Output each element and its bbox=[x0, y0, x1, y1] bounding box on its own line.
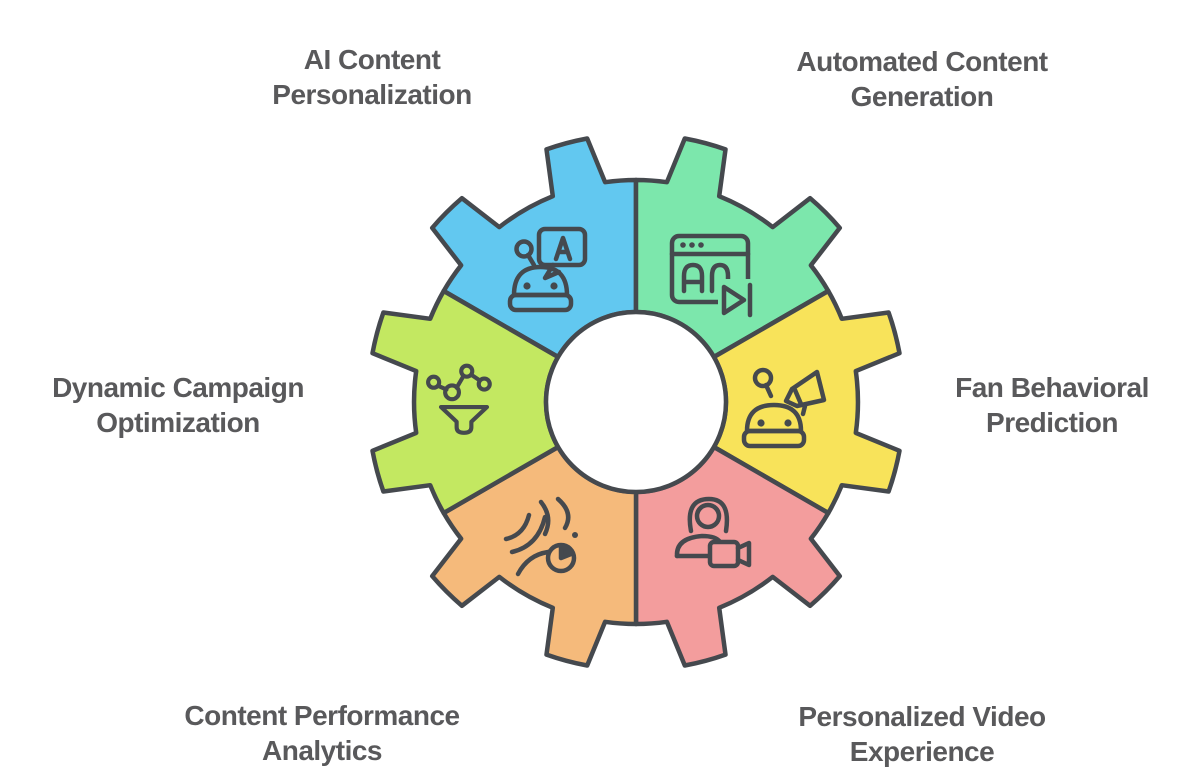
browser-generation-icon bbox=[669, 233, 762, 319]
label-line: Automated Content bbox=[796, 46, 1048, 77]
label-fan-behavioral-prediction: Fan Behavioral Prediction bbox=[955, 370, 1149, 440]
label-line: Analytics bbox=[262, 735, 383, 766]
label-line: Dynamic Campaign bbox=[52, 372, 304, 403]
label-content-performance-analytics: Content Performance Analytics bbox=[184, 698, 460, 768]
label-ai-content-personalization: AI Content Personalization bbox=[272, 42, 472, 112]
label-dynamic-campaign-optimization: Dynamic Campaign Optimization bbox=[52, 370, 304, 440]
label-line: Prediction bbox=[986, 407, 1118, 438]
person-video-icon bbox=[674, 496, 756, 574]
gear-hub bbox=[543, 309, 729, 495]
label-personalized-video-experience: Personalized Video Experience bbox=[798, 699, 1046, 769]
label-line: Experience bbox=[849, 736, 995, 767]
label-line: Personalized Video bbox=[798, 701, 1046, 732]
label-line: AI Content bbox=[303, 44, 441, 75]
funnel-network-icon bbox=[426, 363, 492, 435]
label-line: Content Performance bbox=[184, 700, 460, 731]
speed-analytics-icon bbox=[503, 496, 578, 577]
label-line: Fan Behavioral bbox=[955, 372, 1149, 403]
label-automated-content-generation: Automated Content Generation bbox=[796, 44, 1048, 114]
label-line: Optimization bbox=[96, 407, 260, 438]
robot-chat-icon bbox=[507, 226, 588, 313]
robot-megaphone-icon bbox=[741, 367, 827, 449]
label-line: Generation bbox=[850, 81, 994, 112]
label-line: Personalization bbox=[272, 79, 472, 110]
